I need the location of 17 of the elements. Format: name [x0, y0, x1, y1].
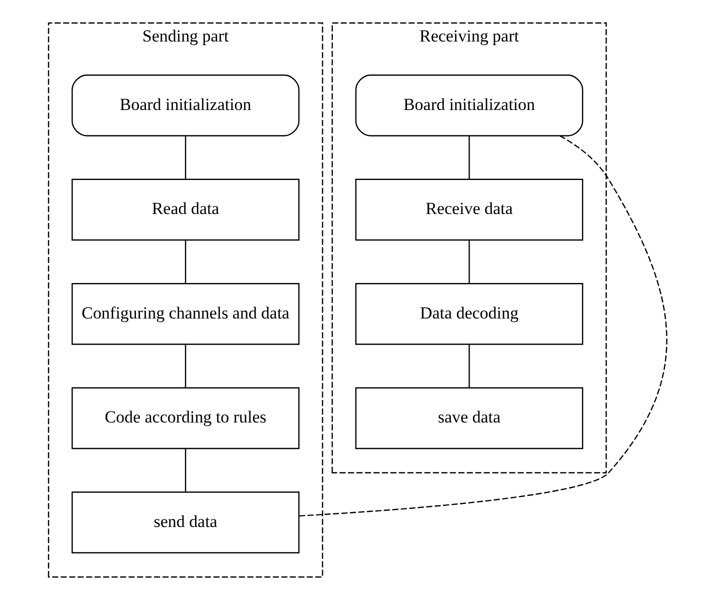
node-box: Receive data — [355, 178, 584, 241]
node-box: Board initialization — [355, 74, 584, 136]
node-box: send data — [72, 492, 300, 554]
connector — [184, 136, 186, 180]
connector — [184, 448, 186, 492]
connector — [468, 136, 470, 180]
connector — [184, 240, 186, 284]
node-box: Board initialization — [72, 74, 300, 136]
node-box: Configuring channels and data — [72, 283, 300, 345]
connector — [468, 240, 470, 284]
node-box: Read data — [72, 178, 300, 241]
node-box: Code according to rules — [72, 387, 300, 450]
node-box: Data decoding — [355, 283, 584, 345]
connector — [184, 344, 186, 388]
connector — [299, 135, 668, 517]
node-box: save data — [355, 387, 584, 450]
connector — [468, 344, 470, 388]
